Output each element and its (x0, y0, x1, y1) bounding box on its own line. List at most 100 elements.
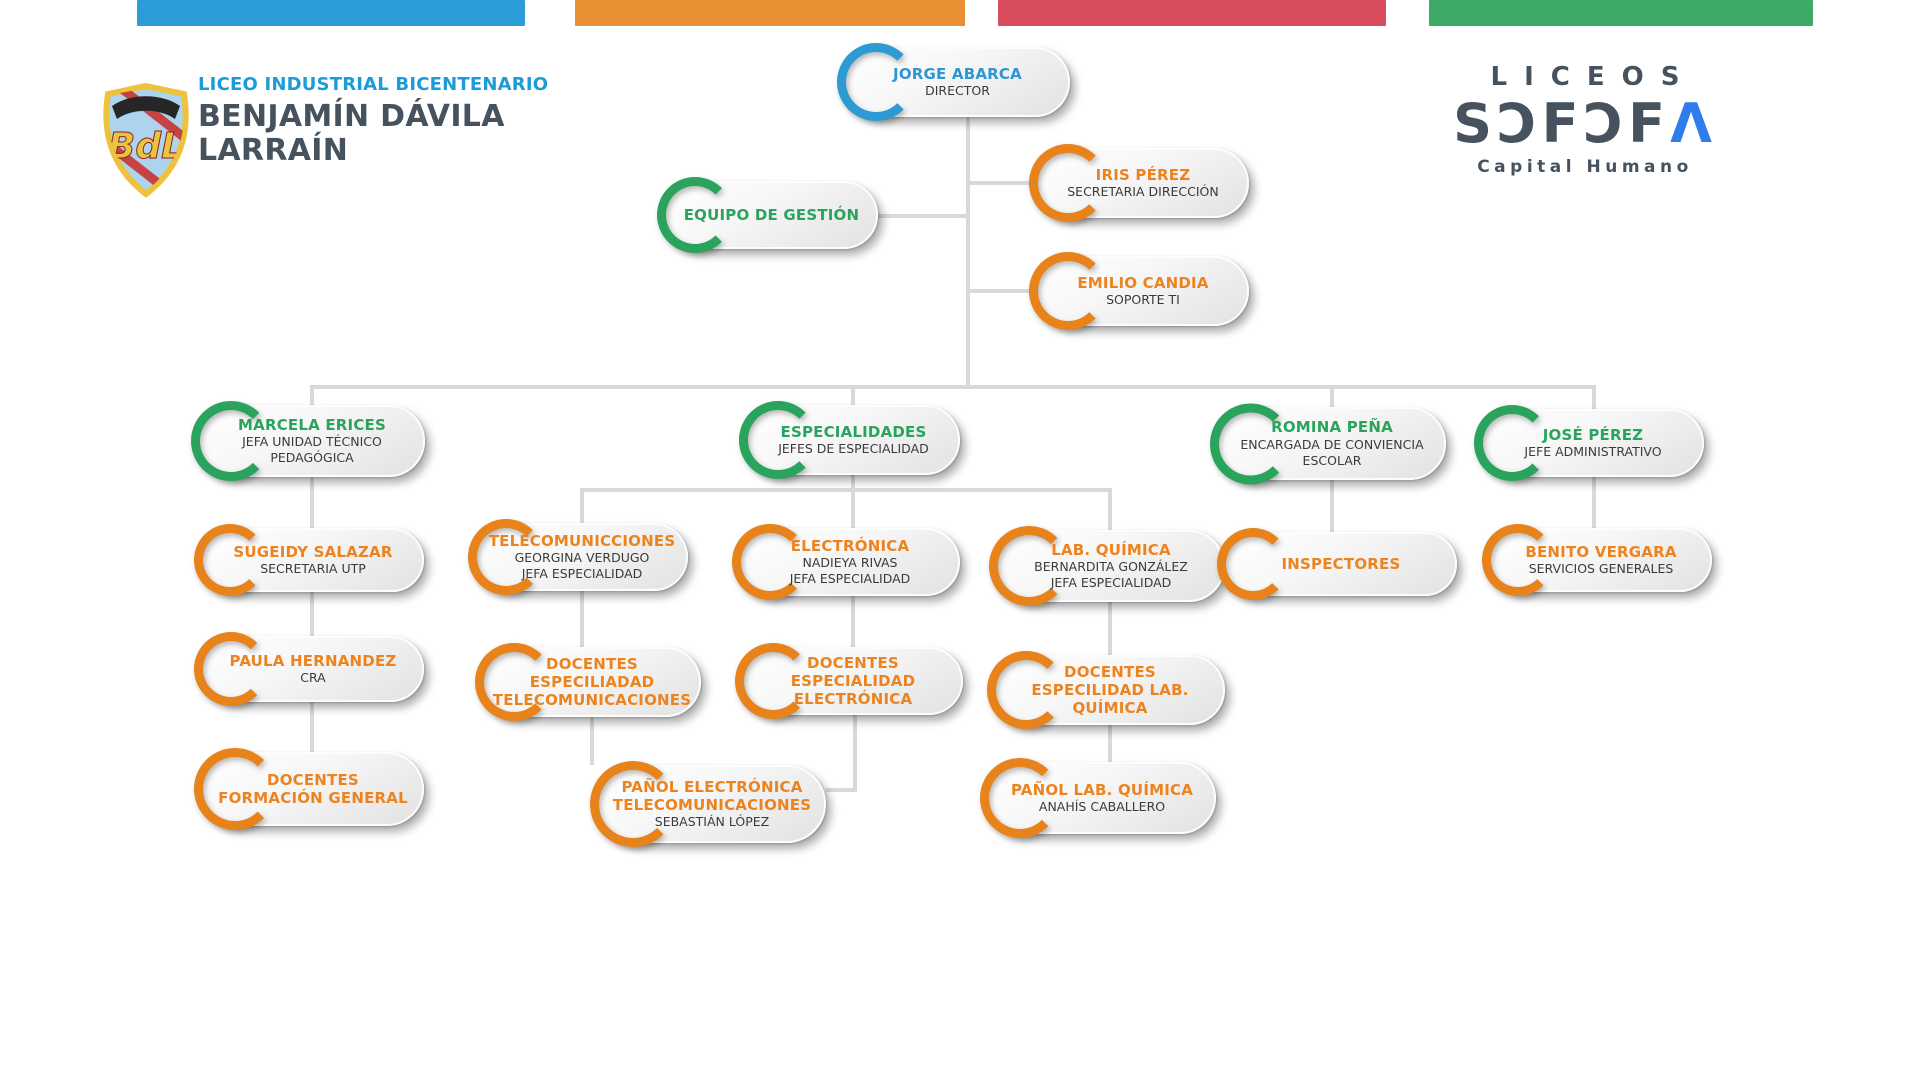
node-accent-arc (475, 643, 553, 721)
node-subtitle: JEFA ESPECIALIDAD (789, 571, 911, 587)
node-accent-arc (739, 401, 817, 479)
node-title: DOCENTES ESPECILIADAD TELECOMUNICACIONES (492, 654, 692, 710)
connector-line (968, 289, 1039, 293)
school-crest-icon: BdL (103, 82, 189, 198)
node-accent-arc (1482, 524, 1554, 596)
node-accent-arc (590, 761, 676, 847)
node-title: ESPECIALIDADES (780, 422, 927, 441)
node-accent-arc (1217, 528, 1289, 600)
node-accent-arc (837, 43, 915, 121)
connector-line (826, 788, 857, 792)
org-node-iris-perez: IRIS PÉREZ SECRETARIA DIRECCIÓN (1029, 144, 1249, 222)
node-title: TELECOMUNICCIONES (488, 531, 676, 550)
org-node-director: JORGE ABARCA DIRECTOR (837, 43, 1070, 121)
org-node-electronica: ELECTRÓNICA NADIEYA RIVAS JEFA ESPECIALI… (732, 524, 960, 600)
node-subtitle: SOPORTE TI (1106, 292, 1180, 308)
node-accent-arc (194, 524, 266, 596)
node-title: INSPECTORES (1281, 554, 1401, 573)
school-name-line1: LICEO INDUSTRIAL BICENTENARIO (198, 74, 549, 95)
org-node-marcela-erices: MARCELA ERICES JEFA UNIDAD TÉCNICO PEDAG… (191, 401, 425, 481)
node-subtitle: JEFES DE ESPECIALIDAD (778, 441, 929, 457)
node-subtitle: CRA (300, 670, 326, 686)
connector-line (853, 715, 857, 792)
org-node-panol-electronica-telecomunicaciones: PAÑOL ELECTRÓNICA TELECOMUNICACIONES SEB… (590, 761, 826, 847)
org-node-sugeidy-salazar: SUGEIDY SALAZAR SECRETARIA UTP (194, 524, 424, 596)
node-subtitle: DIRECTOR (925, 83, 990, 99)
connector-line (968, 181, 1039, 185)
node-subtitle: ENCARGADA DE CONVIENCIA ESCOLAR (1240, 436, 1424, 468)
connector-line (310, 702, 314, 752)
connector-line (1330, 385, 1334, 409)
top-bar-green (1429, 0, 1813, 26)
org-node-emilio-candia: EMILIO CANDIA SOPORTE TI (1029, 252, 1249, 330)
svg-text:BdL: BdL (108, 126, 184, 167)
node-subtitle: JEFA ESPECIALIDAD (1050, 575, 1172, 591)
node-accent-arc (980, 758, 1060, 838)
connector-line (580, 488, 584, 525)
node-title: SUGEIDY SALAZAR (233, 542, 393, 561)
node-subtitle: GEORGINA VERDUGO (514, 550, 650, 566)
node-title: JOSÉ PÉREZ (1542, 425, 1644, 444)
node-title: ELECTRÓNICA (790, 536, 910, 555)
connector-line (1330, 478, 1334, 532)
connector-line (310, 385, 314, 407)
node-title: DOCENTES ESPECIALIDAD ELECTRÓNICA (790, 653, 916, 709)
org-node-especialidades: ESPECIALIDADES JEFES DE ESPECIALIDAD (739, 401, 960, 479)
node-title: ROMINA PEÑA (1271, 418, 1393, 437)
connector-line (590, 717, 594, 765)
node-accent-arc (657, 177, 733, 253)
node-subtitle: SECRETARIA DIRECCIÓN (1067, 184, 1219, 200)
node-accent-arc (989, 526, 1069, 606)
node-subtitle: SECRETARIA UTP (260, 561, 366, 577)
org-node-panol-lab-quimica: PAÑOL LAB. QUÍMICA ANAHÍS CABALLERO (980, 758, 1216, 838)
node-title: EMILIO CANDIA (1077, 273, 1209, 292)
node-subtitle: JEFA UNIDAD TÉCNICO PEDAGÓGICA (242, 434, 382, 466)
org-node-jose-perez: JOSÉ PÉREZ JEFE ADMINISTRATIVO (1474, 405, 1704, 481)
org-node-lab-quimica: LAB. QUÍMICA BERNARDITA GONZÁLEZ JEFA ES… (989, 526, 1225, 606)
node-subtitle: NADIEYA RIVAS (802, 555, 898, 571)
school-name: LICEO INDUSTRIAL BICENTENARIO BENJAMÍN D… (198, 76, 548, 167)
sofofa-letter-s: S (1453, 92, 1498, 155)
node-title: DOCENTES ESPECILIDAD LAB. QUÍMICA (1031, 662, 1189, 718)
connector-line (851, 596, 855, 647)
school-name-line2: BENJAMÍN DÁVILA (198, 99, 505, 134)
node-title: LAB. QUÍMICA (1051, 540, 1171, 559)
node-accent-arc (732, 524, 808, 600)
connector-line (310, 592, 314, 638)
connector-line (1108, 488, 1112, 532)
sofofa-capital-humano: Capital Humano (1477, 156, 1693, 177)
sofofa-liceos-text: LICEOS (1490, 62, 1697, 92)
node-subtitle: JEFA ESPECIALIDAD (521, 566, 643, 582)
connector-line (1108, 602, 1112, 655)
top-bar-blue (137, 0, 525, 26)
node-subtitle: SEBASTIÁN LÓPEZ (654, 814, 770, 830)
sofofa-letter-a-blue: Λ (1670, 92, 1717, 155)
node-accent-arc (1474, 405, 1550, 481)
org-node-docentes-telecomunicaciones: DOCENTES ESPECILIADAD TELECOMUNICACIONES (475, 643, 701, 721)
top-bar-red (998, 0, 1386, 26)
node-accent-arc (194, 748, 276, 830)
node-title: PAULA HERNANDEZ (229, 651, 397, 670)
node-subtitle: BERNARDITA GONZÁLEZ (1034, 559, 1188, 575)
node-accent-arc (468, 519, 544, 595)
connector-line (966, 115, 970, 389)
org-node-docentes-electronica: DOCENTES ESPECIALIDAD ELECTRÓNICA (735, 643, 963, 719)
connector-line (851, 475, 855, 492)
org-node-romina-pena: ROMINA PEÑA ENCARGADA DE CONVIENCIA ESCO… (1210, 403, 1446, 484)
org-node-equipo-gestion: EQUIPO DE GESTIÓN (657, 177, 878, 253)
connector-line (876, 214, 968, 218)
node-subtitle: JEFE ADMINISTRATIVO (1524, 444, 1662, 460)
node-title: BENITO VERGARA (1525, 542, 1677, 561)
org-node-telecomunicaciones: TELECOMUNICCIONES GEORGINA VERDUGO JEFA … (468, 519, 688, 595)
node-accent-arc (1029, 144, 1107, 222)
connector-line (851, 488, 855, 530)
node-title: EQUIPO DE GESTIÓN (683, 205, 860, 224)
school-name-line3: LARRAÍN (198, 132, 349, 168)
org-node-docentes-formacion-general: DOCENTES FORMACIÓN GENERAL (194, 748, 424, 830)
node-accent-arc (987, 651, 1065, 729)
org-node-benito-vergara: BENITO VERGARA SERVICIOS GENERALES (1482, 524, 1712, 596)
connector-line (580, 591, 584, 647)
node-subtitle: SERVICIOS GENERALES (1528, 561, 1674, 577)
connector-line (1108, 725, 1112, 762)
